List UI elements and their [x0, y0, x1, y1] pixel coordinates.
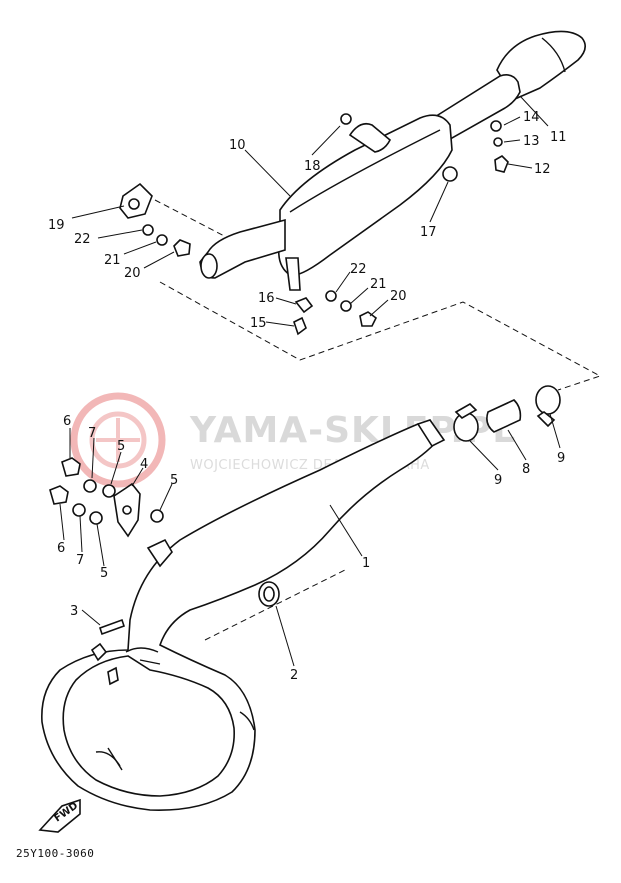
- silencer-hardware: [119, 113, 509, 336]
- spring-hook: [90, 642, 108, 662]
- exhaust-pipe-outlet: [416, 419, 446, 448]
- grommet-17: [442, 166, 458, 182]
- callout-16: 16: [258, 291, 275, 306]
- silencer-end-cap: [496, 30, 586, 101]
- callout-5c: 5: [100, 566, 108, 581]
- callout-17: 17: [420, 225, 437, 240]
- exhaust-pipe-inner-bend: [62, 655, 235, 797]
- clamp-9b: [535, 385, 561, 415]
- leader-lines: [59, 95, 561, 667]
- callout-8: 8: [522, 462, 530, 477]
- nut-18: [340, 113, 352, 125]
- front-hardware: [49, 457, 164, 636]
- clamp-9a: [453, 412, 479, 442]
- washer-21b: [340, 300, 352, 312]
- fwd-arrow-icon: [38, 798, 81, 833]
- watermark-logo-inner: [89, 411, 147, 469]
- callout-22b: 22: [350, 262, 367, 277]
- callout-15: 15: [250, 316, 267, 331]
- callout-20a: 20: [124, 266, 141, 281]
- callout-20b: 20: [390, 289, 407, 304]
- callout-18: 18: [304, 159, 321, 174]
- washer-14: [490, 120, 502, 132]
- watermark-logo-ring: [70, 392, 166, 488]
- callout-21a: 21: [104, 253, 121, 268]
- silencer: [199, 30, 586, 291]
- callout-9b: 9: [557, 451, 565, 466]
- callout-4: 4: [140, 457, 148, 472]
- drawing-code: 25Y100-3060: [16, 847, 94, 860]
- bolt-15: [293, 316, 307, 336]
- callout-12: 12: [534, 162, 551, 177]
- callout-9a: 9: [494, 473, 502, 488]
- nut-16: [294, 297, 314, 314]
- callout-22a: 22: [74, 232, 91, 247]
- washer-7a: [83, 479, 97, 493]
- washer-21a: [156, 234, 168, 246]
- callout-7a: 7: [88, 426, 96, 441]
- callout-10: 10: [229, 138, 246, 153]
- exhaust-stay: [146, 538, 173, 568]
- callout-1: 1: [362, 556, 370, 571]
- callout-6a: 6: [63, 414, 71, 429]
- bolt-20b: [359, 311, 378, 327]
- forward-arrow: FWD: [38, 798, 81, 833]
- callout-21b: 21: [370, 277, 387, 292]
- silencer-inlet-pipe: [199, 218, 286, 279]
- callout-5b: 5: [170, 473, 178, 488]
- bolt-20a: [173, 239, 191, 257]
- nut-5a: [102, 484, 116, 498]
- bolt-6a: [61, 457, 81, 477]
- silencer-bracket: [348, 122, 391, 153]
- joint-8: [486, 399, 522, 433]
- silencer-joint: [453, 385, 561, 442]
- callout-2: 2: [290, 668, 298, 683]
- bolt-6b: [49, 485, 69, 505]
- washer-5b: [150, 509, 164, 523]
- bolt-3: [98, 618, 126, 636]
- silencer-inlet-mouth: [200, 253, 218, 279]
- callout-14: 14: [523, 110, 540, 125]
- bolt-12: [494, 155, 509, 173]
- exhaust-pipe: [41, 419, 446, 811]
- silencer-lower-stay: [285, 257, 301, 291]
- washer-13: [493, 137, 503, 147]
- callout-19: 19: [48, 218, 65, 233]
- washer-7b: [72, 503, 86, 517]
- callout-7b: 7: [76, 553, 84, 568]
- callout-labels: 10 18 14 13 12 11 17 19 22 21 20 22 21 2…: [48, 110, 567, 683]
- silencer-tail-pipe: [428, 74, 521, 144]
- washer-22a: [142, 224, 154, 236]
- watermark-logo-mark: [96, 418, 140, 462]
- assembly-guide-lines: [154, 199, 602, 641]
- nut-5c: [89, 511, 103, 525]
- callout-13: 13: [523, 134, 540, 149]
- callout-6b: 6: [57, 541, 65, 556]
- callout-11: 11: [550, 130, 567, 145]
- callout-5a: 5: [117, 439, 125, 454]
- callout-3: 3: [70, 604, 78, 619]
- washer-22b: [325, 290, 337, 302]
